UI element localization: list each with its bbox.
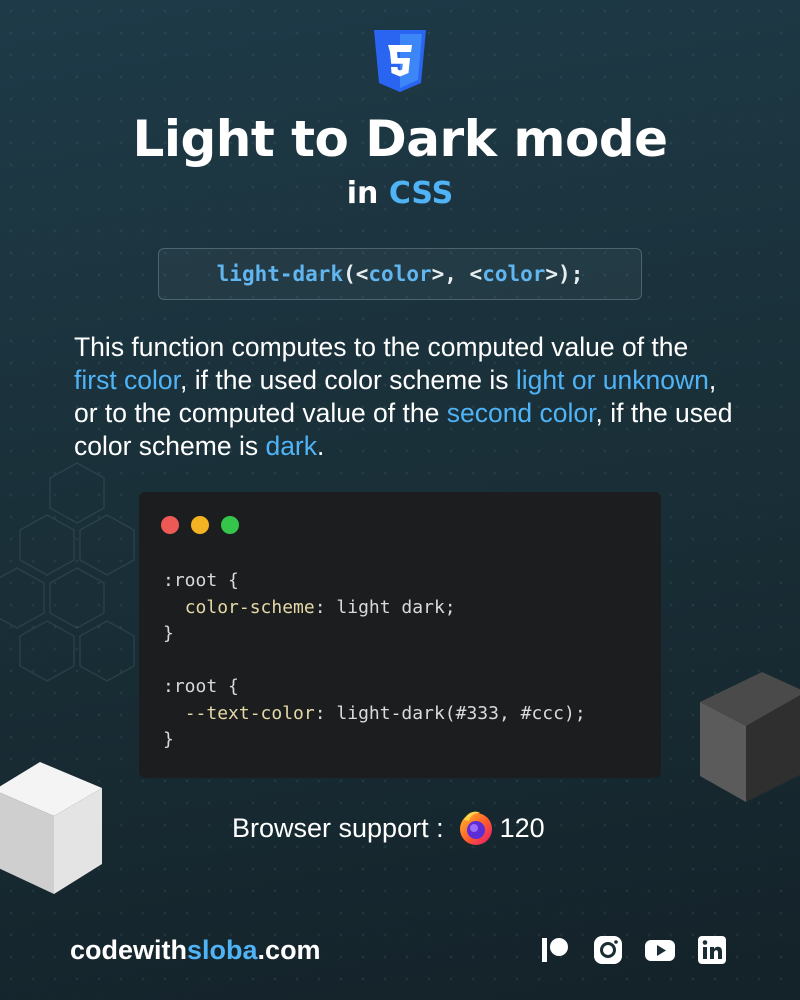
code-block: :root { color-scheme: light dark; } :roo… [163, 568, 586, 754]
page-subtitle: in CSS [0, 176, 800, 211]
subtitle-accent: CSS [388, 176, 454, 211]
page-title: Light to Dark mode [132, 110, 668, 168]
code-line-7: } [163, 729, 174, 750]
brand-text-prefix: codewith [70, 935, 188, 965]
desc-highlight-first-color: first color [74, 365, 181, 395]
linkedin-icon[interactable] [696, 934, 728, 966]
close-dot-icon [161, 516, 179, 534]
signature-function-name: light-dark [216, 262, 344, 286]
code-line-5: :root { [163, 676, 239, 697]
signature-close: >); [545, 262, 584, 286]
function-signature: light-dark(<color>, <color>); [158, 248, 642, 300]
browser-support: Browser support : 120 [232, 806, 545, 850]
signature-separator: >, < [431, 262, 483, 286]
brand-text-suffix: .com [257, 935, 321, 965]
desc-text-3: , or to the computed value of the [74, 365, 717, 428]
youtube-icon[interactable] [644, 934, 676, 966]
code-line-6-value: : light-dark(#333, #ccc); [314, 702, 586, 724]
brand-website[interactable]: codewithsloba.com [70, 935, 321, 966]
hexagon-pattern-decoration [0, 462, 135, 682]
css3-shield-icon [374, 30, 426, 92]
signature-arg1: color [368, 262, 432, 286]
code-line-2-indent [163, 597, 185, 618]
desc-text-5: . [317, 431, 325, 461]
browser-version: 120 [499, 812, 545, 843]
white-cube-decoration [0, 762, 102, 894]
minimize-dot-icon [191, 516, 209, 534]
patreon-icon[interactable] [540, 934, 572, 966]
code-window: :root { color-scheme: light dark; } :roo… [139, 492, 661, 778]
social-links [540, 934, 728, 966]
firefox-icon [459, 811, 492, 845]
subtitle-prefix: in [346, 176, 389, 211]
window-controls [161, 516, 239, 534]
code-line-6-property: --text-color [184, 702, 315, 724]
function-description: This function computes to the computed v… [74, 331, 734, 463]
dark-cube-decoration [700, 672, 800, 802]
code-line-1: :root { [163, 570, 239, 591]
code-line-3: } [163, 623, 174, 644]
signature-open: (< [343, 262, 369, 286]
instagram-icon[interactable] [592, 934, 624, 966]
brand-text-accent: sloba [187, 935, 258, 965]
desc-highlight-second-color: second color [446, 398, 596, 428]
desc-text-1: This function computes to the computed v… [74, 332, 689, 362]
desc-text-4: , if the used color scheme is [74, 398, 733, 461]
browser-support-label: Browser support : [232, 812, 444, 843]
signature-arg2: color [482, 262, 546, 286]
desc-highlight-light-or-unknown: light or unknown [515, 365, 709, 395]
maximize-dot-icon [221, 516, 239, 534]
desc-text-2: , if the used color scheme is [180, 365, 516, 395]
code-line-6-indent [163, 703, 185, 724]
code-line-2-value: : light dark; [314, 596, 456, 618]
desc-highlight-dark: dark [265, 431, 318, 461]
code-line-2-property: color-scheme [184, 596, 315, 618]
